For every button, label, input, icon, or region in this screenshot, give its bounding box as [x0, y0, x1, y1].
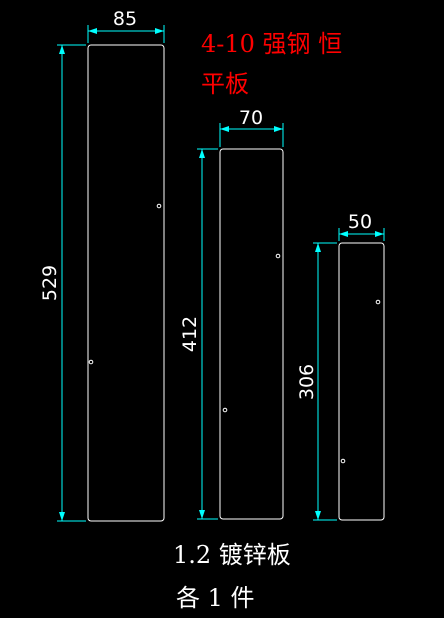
dimension-arrow: [315, 243, 321, 252]
plate-medium: 70 412: [179, 107, 284, 520]
dimension-arrow: [220, 126, 229, 132]
dimension-arrow: [274, 126, 283, 132]
material-note: 1.2 镀锌板: [173, 541, 291, 569]
dimension-arrow: [199, 510, 205, 519]
mounting-hole: [375, 299, 381, 305]
width-label: 70: [239, 107, 263, 129]
plate-outline: [87, 44, 165, 522]
dimension-arrow: [339, 231, 348, 237]
plate-small: 50 306: [296, 211, 385, 521]
height-label: 529: [39, 265, 61, 301]
width-label: 50: [348, 211, 372, 233]
drawing-title-line1: 4-10 强钢 恒: [201, 30, 342, 58]
height-label: 306: [296, 364, 318, 400]
plate-outline: [219, 148, 284, 520]
mounting-hole: [275, 253, 281, 259]
dimension-arrow: [59, 45, 65, 54]
height-label: 412: [179, 316, 201, 352]
dimension-arrow: [315, 511, 321, 520]
mounting-hole: [156, 203, 162, 209]
dimension-arrow: [375, 231, 384, 237]
drawing-title-line2: 平板: [201, 70, 249, 98]
quantity-note: 各 1 件: [176, 584, 255, 612]
plate-large: 85 529: [39, 8, 165, 522]
width-label: 85: [113, 8, 137, 30]
dimension-arrow: [59, 512, 65, 521]
dimension-arrow: [88, 28, 97, 34]
dimension-arrow: [199, 149, 205, 158]
mounting-hole: [340, 458, 346, 464]
dimension-arrow: [155, 28, 164, 34]
mounting-hole: [88, 359, 94, 365]
plate-outline: [338, 242, 385, 521]
mounting-hole: [222, 407, 228, 413]
